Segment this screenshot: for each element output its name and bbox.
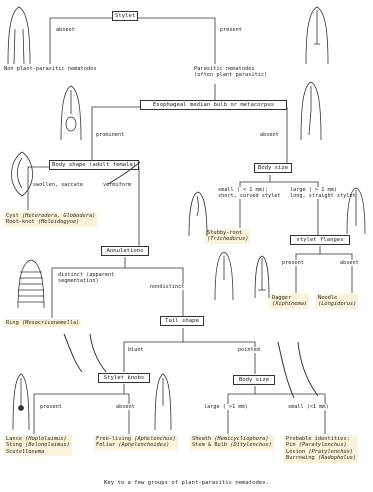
edge-label-present: present (220, 27, 242, 33)
leaf-cyst-name: Cyst (6, 213, 19, 219)
edge-label-pointed: pointed (238, 347, 260, 353)
pointed-tail-illustrations (272, 340, 322, 400)
edge-label-absent: absent (260, 132, 279, 138)
flanged-stylet-illustration (252, 254, 272, 298)
node-stylet-knobs: Stylet knobs (98, 373, 150, 383)
leaf-ring: Ring (Mesocriconemella) (4, 319, 81, 327)
leaf-burrowing-genus: (Radopholus) (318, 455, 356, 461)
leaf-probable-identities: Probable identities: Pin (Paratylenchus)… (284, 435, 358, 463)
edge-label-present: present (282, 260, 304, 266)
leaf-lance-sting: Lance (Hoplolaimus) Sting (Belonolaimus)… (4, 435, 72, 456)
leaf-stubby-genus: (Trichodorus) (207, 236, 248, 242)
leaf-parasitic: Parasitic nematodes(often plant parasiti… (194, 66, 267, 79)
node-body-size-2: Body size (233, 375, 275, 385)
leaf-cyst-genus: (Heterodera, Globodera) (22, 213, 95, 219)
node-body-size-1: Body size (254, 163, 292, 173)
node-stylet: Stylet (112, 11, 138, 21)
edge-label-distinct-line2: segmentation) (58, 278, 99, 284)
leaf-foliar-name: Foliar (96, 442, 115, 448)
nematode-head-illustration-parasitic (302, 4, 332, 64)
leaf-needle-genus: (Longidorus) (318, 301, 356, 307)
leaf-ring-name: Ring (6, 320, 19, 326)
leaf-sheath-name: Sheath (192, 436, 211, 442)
blunt-tail-illustrations (60, 332, 120, 374)
vermiform-body-illustration (104, 158, 144, 188)
edge-label-small-line2: short, curved stylet (218, 193, 280, 199)
leaf-scutellonema: Scutellonema (6, 449, 44, 455)
edge-label-prominent: prominent (96, 132, 124, 138)
leaf-sting-genus: (Belonolaimus) (25, 442, 70, 448)
nematode-head-illustration-bulb (56, 84, 86, 140)
leaf-stem-name: Stem & Bulb (192, 442, 227, 448)
leaf-freeliving-genus: (Aphelenchus) (134, 436, 175, 442)
leaf-pin-name: Pin (286, 442, 296, 448)
edge-label-absent: absent (116, 404, 135, 410)
plain-stylet-head-illustration (152, 372, 174, 430)
leaf-rootknot-genus: (Meloidogyne) (38, 219, 79, 225)
leaf-non-parasitic: Non plant-parasitic nematodes (4, 66, 96, 72)
long-stylet-head-illustration (344, 186, 368, 234)
leaf-rootknot-name: Root-knot (6, 219, 35, 225)
leaf-sheath-stem: Sheath (Hemicycliophora) Stem & Bulb (Di… (190, 435, 274, 450)
node-tail-shape: Tail shape (160, 316, 204, 326)
cyst-female-illustration (4, 150, 40, 198)
leaf-needle-name: Needle (318, 295, 337, 301)
leaf-freeliving-foliar: Free-living (Aphelenchus) Foliar (Aphele… (94, 435, 178, 450)
leaf-lance-name: Lance (6, 436, 22, 442)
leaf-sting-name: Sting (6, 442, 22, 448)
edge-label-small: small (<1 mm) (288, 404, 329, 410)
edge-label-small: small ( < 1 mm);short, curved stylet (218, 187, 280, 199)
leaf-stubby-root: Stubby-root(Trichodorus) (205, 229, 250, 244)
edge-label-present: present (40, 404, 62, 410)
leaf-dagger: Dagger(Xiphinema) (270, 294, 309, 309)
leaf-ring-genus: (Mesocriconemella) (22, 320, 79, 326)
node-esophageal-bulb: Esophageal median bulb or metacorpus (140, 100, 287, 110)
leaf-burrowing-name: Burrowing (286, 455, 315, 461)
edge-label-nondistinct: nondistinct (150, 284, 184, 290)
leaf-freeliving-name: Free-living (96, 436, 131, 442)
nondistinct-head-illustration (212, 250, 236, 300)
leaf-dagger-genus: (Xiphinema) (272, 301, 307, 307)
leaf-foliar-genus: (Aphelenchoides) (118, 442, 169, 448)
short-stylet-head-illustration (186, 190, 210, 236)
edge-label-large: large ( >1 mm) (204, 404, 248, 410)
node-stylet-flanges: stylet flanges (290, 235, 350, 245)
leaf-needle: Needle(Longidorus) (316, 294, 358, 309)
leaf-dagger-name: Dagger (272, 295, 291, 301)
leaf-lesion-name: Lesion (286, 449, 305, 455)
nematode-head-illustration-nonparasitic (4, 4, 34, 64)
node-annulations: Annulations (101, 246, 149, 256)
leaf-stem-genus: (Ditylenchus) (230, 442, 271, 448)
leaf-stubby-name: Stubby-root (207, 230, 242, 236)
nematode-head-illustration-nobulb (296, 80, 326, 140)
knobbed-stylet-head-illustration (10, 372, 32, 430)
leaf-lesion-genus: (Pratylenchus) (308, 449, 353, 455)
edge-label-blunt: blunt (128, 347, 144, 353)
edge-label-absent: absent (340, 260, 359, 266)
figure-caption: Key to a few groups of plant-parasitic n… (0, 480, 373, 486)
leaf-parasitic-line2: (often plant parasitic) (194, 72, 267, 78)
leaf-lance-genus: (Hoplolaimus) (25, 436, 66, 442)
leaf-cyst-rootknot: Cyst (Heterodera, Globodera) Root-knot (… (4, 212, 97, 227)
annulated-head-illustration (14, 258, 48, 308)
leaf-parasitic-line1: Parasitic nematodes (194, 66, 255, 72)
leaf-sheath-genus: (Hemicycliophora) (214, 436, 268, 442)
leaf-probable-title: Probable identities: (286, 436, 350, 442)
edge-label-absent: absent (56, 27, 75, 33)
leaf-pin-genus: (Paratylenchus) (299, 442, 347, 448)
edge-label-swollen: swollen, saccate (33, 182, 83, 188)
